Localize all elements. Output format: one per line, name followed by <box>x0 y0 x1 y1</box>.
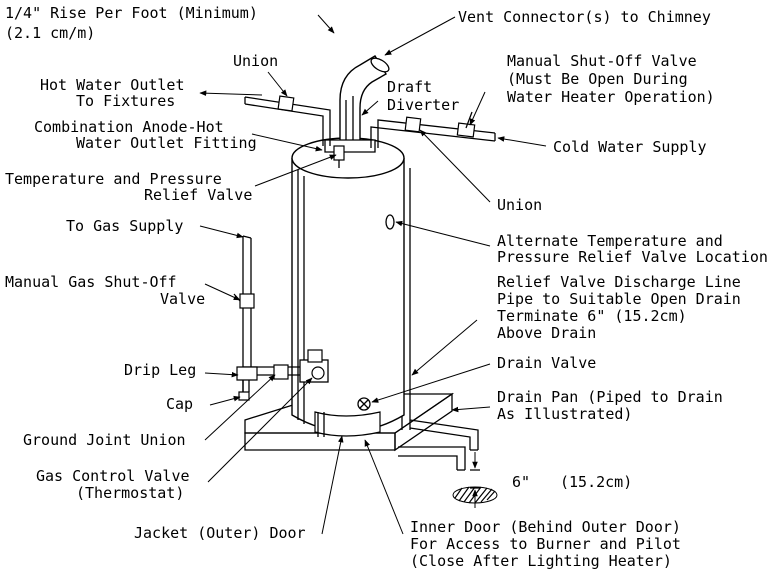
dimension-label-inches: 6" <box>512 473 530 491</box>
union-top-label: Union <box>233 52 278 70</box>
manual-valve-label-line1: Manual Shut-Off Valve <box>507 52 697 70</box>
cold-union <box>404 116 422 133</box>
hot-water-pipe <box>244 95 331 146</box>
dimension-label-cm: (15.2cm) <box>560 473 632 491</box>
alternate-relief-opening <box>385 214 395 230</box>
inner-door-label-line1: Inner Door (Behind Outer Door) <box>410 518 681 536</box>
manual-valve-label-line2: (Must Be Open During <box>507 70 688 88</box>
relief-line-label-3: Terminate 6" (15.2cm) <box>497 307 687 325</box>
cold-supply-label: Cold Water Supply <box>553 138 707 156</box>
tp-valve-label-line1: Temperature and Pressure <box>5 170 222 188</box>
rise-label-line2: (2.1 cm/m) <box>5 24 95 42</box>
rise-label-line1: 1/4" Rise Per Foot (Minimum) <box>5 4 258 22</box>
drip-leg-label: Drip Leg <box>124 361 196 379</box>
relief-line-label-1: Relief Valve Discharge Line <box>497 273 741 291</box>
jacket-door <box>314 411 381 437</box>
drain-valve <box>357 397 371 411</box>
tp-valve-label-line2: Relief Valve <box>144 186 252 204</box>
anode-label-line2: Water Outlet Fitting <box>76 134 257 152</box>
cold-shutoff-valve <box>456 122 476 138</box>
cold-water-pipe <box>370 111 496 148</box>
pan-drain-pipe <box>398 446 466 471</box>
gas-control-label-line1: Gas Control Valve <box>36 467 190 485</box>
ground-joint-union <box>273 364 289 380</box>
vent-connector <box>324 55 390 153</box>
gas-shutoff-valve <box>239 293 255 309</box>
cap-label: Cap <box>166 395 193 413</box>
relief-line-label-2: Pipe to Suitable Open Drain <box>497 290 741 308</box>
drain-pan-label-line2: As Illustrated) <box>497 405 632 423</box>
gas-line <box>233 235 300 401</box>
gas-valve-label-line1: Manual Gas Shut-Off <box>5 273 177 291</box>
manual-valve-label-line3: Water Heater Operation) <box>507 88 715 106</box>
leader-lines <box>199 14 547 535</box>
gas-control-valve <box>299 349 329 383</box>
inner-door-label-line3: (Close After Lighting Heater) <box>410 552 672 570</box>
relief-discharge-pipe <box>401 168 479 451</box>
drain-pan-label-line1: Drain Pan (Piped to Drain <box>497 388 723 406</box>
hot-outlet-label-line1: Hot Water Outlet <box>40 76 185 94</box>
jacket-door-label: Jacket (Outer) Door <box>134 524 306 542</box>
gas-supply-label: To Gas Supply <box>66 217 183 235</box>
water-heater-tank <box>291 137 405 433</box>
drain-valve-label: Drain Valve <box>497 354 596 372</box>
drip-leg-cap <box>238 391 250 401</box>
gas-valve-label-line2: Valve <box>160 290 205 308</box>
gas-control-label-line2: (Thermostat) <box>76 484 184 502</box>
labels: 1/4" Rise Per Foot (Minimum) (2.1 cm/m) … <box>5 4 768 570</box>
hot-union <box>277 95 295 112</box>
draft-label-line2: Diverter <box>387 96 459 114</box>
relief-line-label-4: Above Drain <box>497 324 596 342</box>
ground-union-label: Ground Joint Union <box>23 431 186 449</box>
inner-door-label-line2: For Access to Burner and Pilot <box>410 535 681 553</box>
drip-leg-tee <box>236 366 258 381</box>
drain-gap-dimension <box>470 452 480 508</box>
alt-relief-label-line2: Pressure Relief Valve Location <box>497 248 768 266</box>
hot-outlet-label-line2: To Fixtures <box>76 92 175 110</box>
union-right-label: Union <box>497 196 542 214</box>
tp-relief-valve <box>333 145 345 168</box>
vent-label: Vent Connector(s) to Chimney <box>458 8 711 26</box>
anode-label-line1: Combination Anode-Hot <box>34 118 224 136</box>
alt-relief-label-line1: Alternate Temperature and <box>497 232 723 250</box>
draft-label-line1: Draft <box>387 78 432 96</box>
